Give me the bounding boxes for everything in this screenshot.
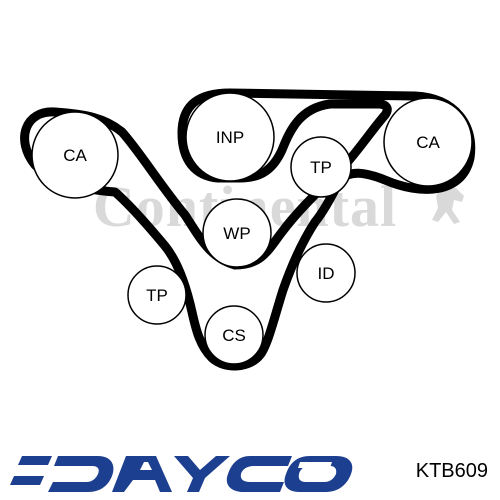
pulley-id: ID bbox=[296, 243, 356, 303]
pulley-ca-left: CA bbox=[31, 111, 119, 199]
pulley-label: WP bbox=[223, 224, 250, 243]
pulley-ca-right: CA bbox=[383, 97, 473, 187]
pulley-label: TP bbox=[310, 158, 332, 177]
pulley-label: CA bbox=[63, 146, 87, 165]
pulley-wp: WP bbox=[202, 198, 272, 268]
pulley-cs: CS bbox=[204, 305, 264, 365]
pulley-inp: INP bbox=[185, 92, 275, 182]
pulley-tp-bottom: TP bbox=[127, 265, 187, 325]
horse-emblem-icon bbox=[432, 186, 464, 224]
part-number: KTB609 bbox=[416, 460, 488, 482]
dayco-logo bbox=[10, 456, 353, 492]
pulley-label: CS bbox=[222, 326, 246, 345]
pulley-label: CA bbox=[416, 133, 440, 152]
pulley-label: ID bbox=[318, 264, 335, 283]
pulley-label: INP bbox=[216, 128, 244, 147]
pulley-label: TP bbox=[146, 286, 168, 305]
pulley-tp-top: TP bbox=[290, 136, 352, 198]
